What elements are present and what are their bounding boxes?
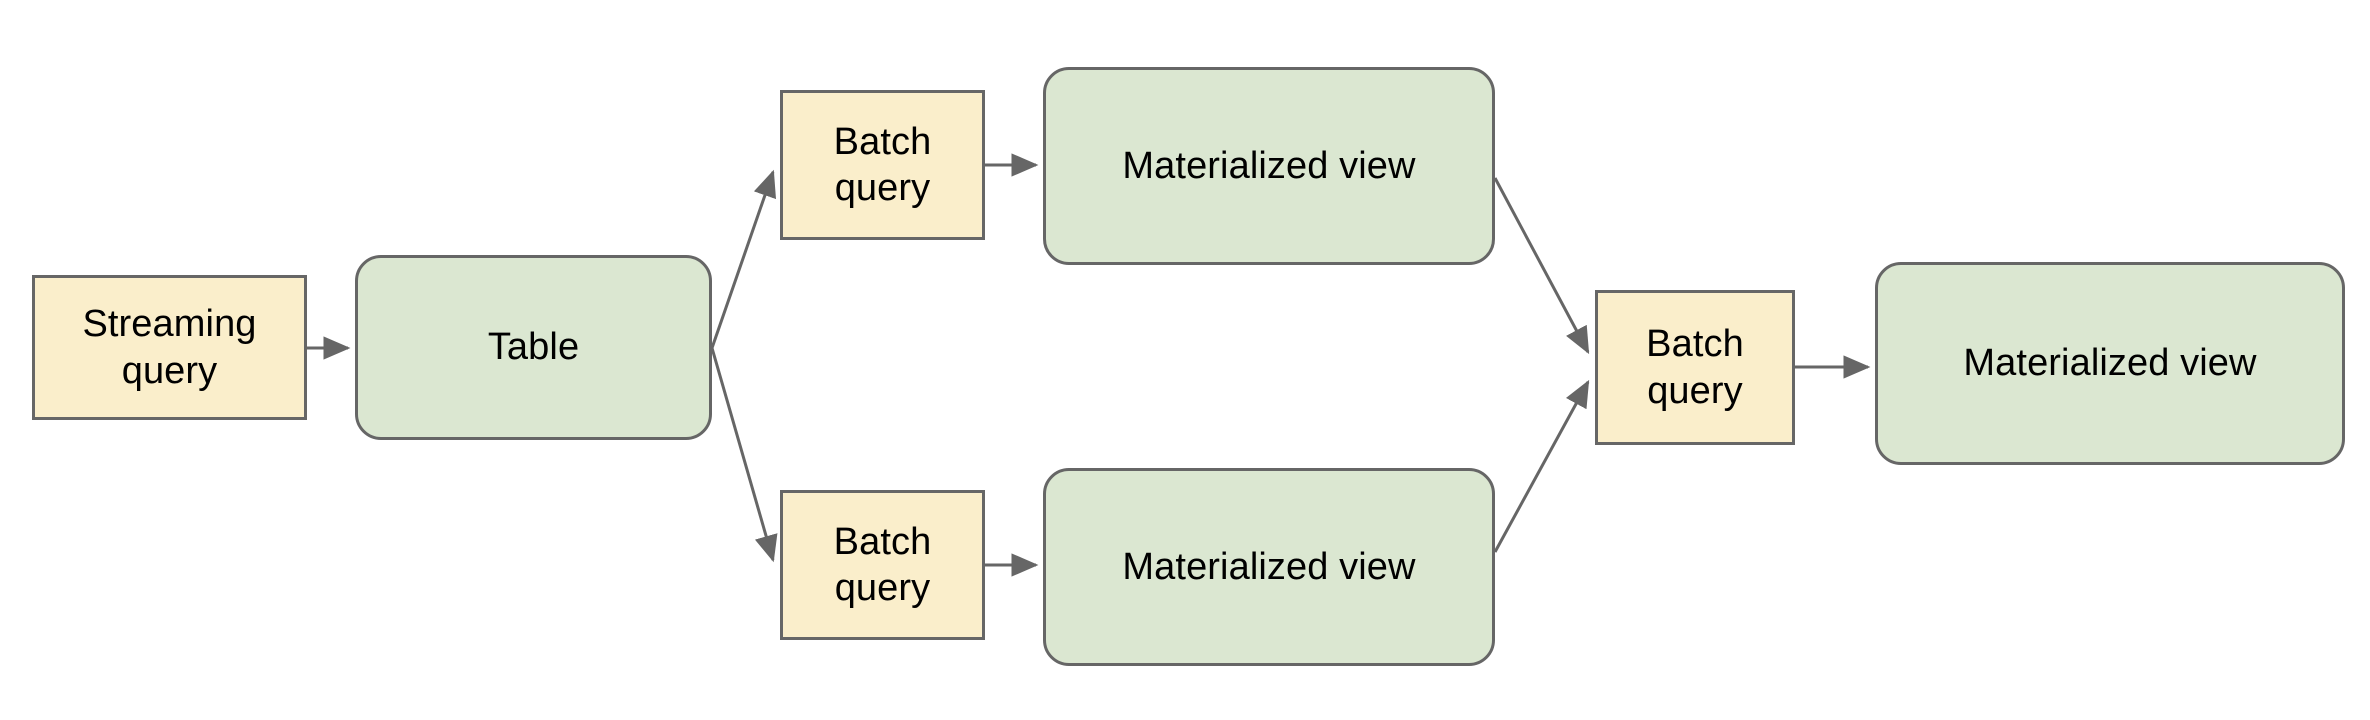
edge-table-to-batch-query-bottom <box>710 347 778 563</box>
node-materialized-view-bottom[interactable]: Materialized view <box>1043 468 1495 666</box>
edge-mv-bottom-to-batch-query-right <box>1493 379 1590 553</box>
node-table[interactable]: Table <box>355 255 712 440</box>
node-batch-query-bottom[interactable]: Batch query <box>780 490 985 640</box>
node-batch-query-right[interactable]: Batch query <box>1595 290 1795 445</box>
node-streaming-query[interactable]: Streaming query <box>32 275 307 420</box>
edge-table-to-batch-query-top <box>710 169 776 349</box>
edge-mv-top-to-batch-query-right <box>1493 177 1590 355</box>
node-materialized-view-right[interactable]: Materialized view <box>1875 262 2345 465</box>
node-materialized-view-top[interactable]: Materialized view <box>1043 67 1495 265</box>
node-batch-query-top[interactable]: Batch query <box>780 90 985 240</box>
